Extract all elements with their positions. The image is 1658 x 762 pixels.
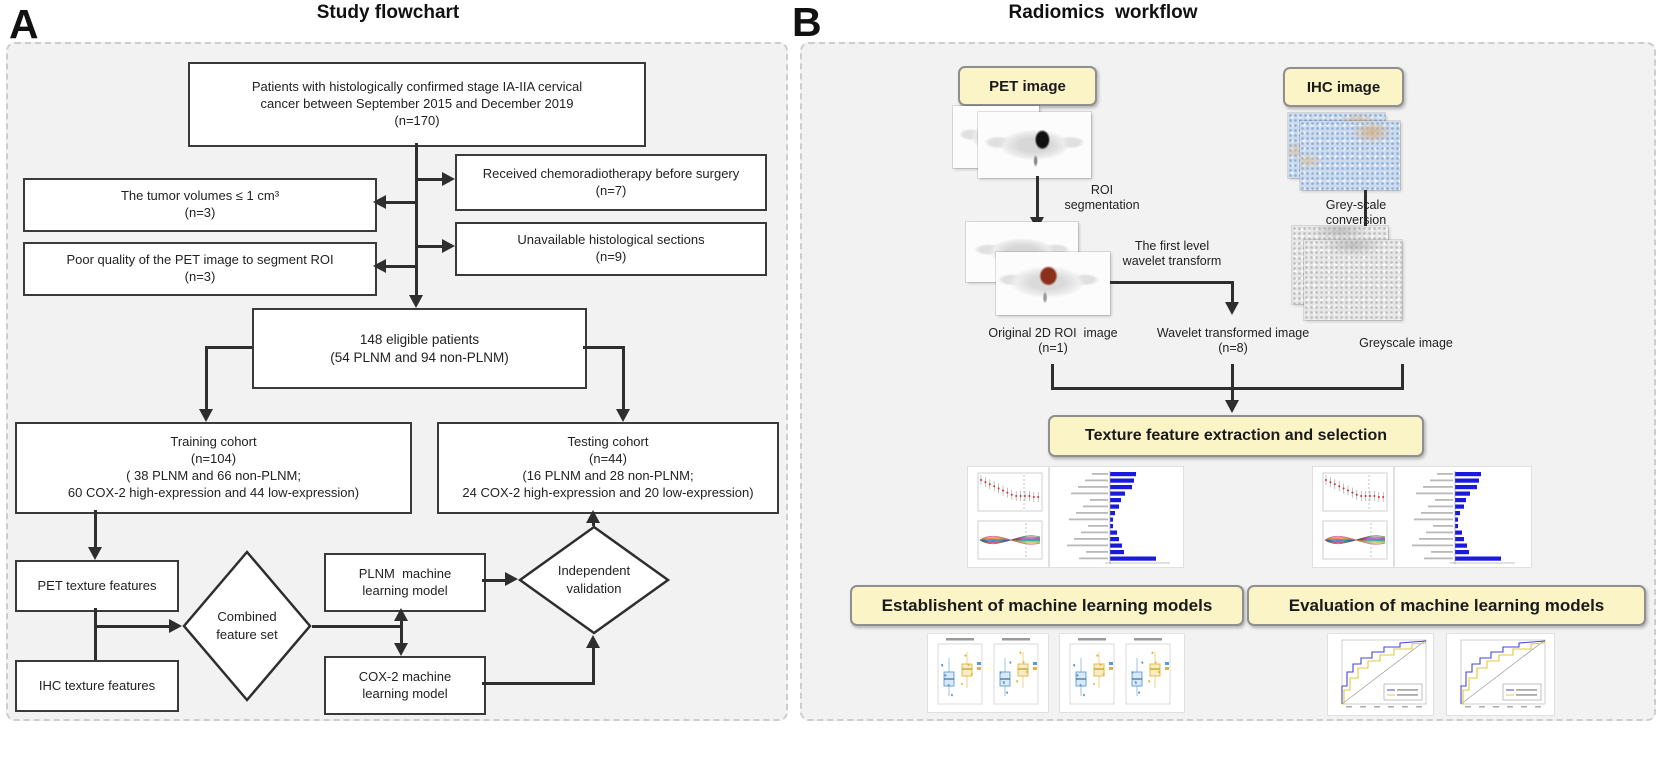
flow-box-patients: Patients with histologically confirmed s… <box>188 62 646 147</box>
bracket-right <box>1401 364 1404 389</box>
flow-diamond-combined-feature-set: Combined feature set <box>182 550 312 702</box>
arrow-into-eligible <box>409 295 423 308</box>
line-down-training <box>205 346 208 410</box>
ihc-front-sheet <box>1300 121 1400 190</box>
model-boxplot-image <box>928 634 1048 712</box>
line-pet-ihc <box>94 608 97 660</box>
pet-image-tag: PET image <box>958 66 1097 106</box>
arrow-into-training <box>199 409 213 422</box>
line-models-split <box>400 620 403 644</box>
establish-models-tag: Establishent of machine learning models <box>850 585 1244 626</box>
flow-box-cox2-model: COX-2 machine learning model <box>324 656 486 715</box>
flow-box-pet-features: PET texture features <box>15 560 179 612</box>
arrow-into-texture <box>1225 400 1239 413</box>
greyscale-front-sheet <box>1304 240 1402 320</box>
line-to-poor-quality <box>386 265 417 268</box>
arrow-into-chemoradiotherapy <box>442 172 455 186</box>
line-eligible-right <box>583 346 624 349</box>
arrow-into-testing-bottom <box>586 510 600 523</box>
lasso-selection-plot-image <box>1313 467 1393 567</box>
lasso-selection-plot-image <box>968 467 1048 567</box>
greyscale-conversion-caption: Grey-scale conversion <box>1325 198 1387 227</box>
flow-box-ihc-features: IHC texture features <box>15 660 179 712</box>
line-down-testing <box>622 346 625 410</box>
flow-box-eligible: 148 eligible patients (54 PLNM and 94 no… <box>252 308 587 389</box>
line-combined-models <box>312 625 402 628</box>
line-cox2-validation-h <box>482 682 595 685</box>
bracket-bar <box>1051 387 1404 390</box>
pet-scan-front-sheet <box>978 112 1091 178</box>
line-training-pet <box>94 510 97 548</box>
wavelet-image-label: Wavelet transformed image (n=8) <box>1156 326 1310 355</box>
roi-segmentation-caption: ROI segmentation <box>1064 183 1140 212</box>
original-roi-label: Original 2D ROI image (n=1) <box>988 326 1118 355</box>
arrow-into-cox2-model <box>394 643 408 656</box>
greyscale-image-label: Greyscale image <box>1359 336 1453 350</box>
line-eligible-left <box>206 346 252 349</box>
line-pet-roi <box>1036 176 1039 218</box>
flow-box-unavailable-sections: Unavailable histological sections (n=9) <box>455 222 767 276</box>
wavelet-transform-caption: The first level wavelet transform <box>1122 239 1222 268</box>
flow-box-chemoradiotherapy: Received chemoradiotherapy before surger… <box>455 154 767 211</box>
line-into-combined <box>95 625 170 628</box>
line-wavelet-v <box>1231 281 1234 303</box>
arrow-wavelet <box>1225 302 1239 315</box>
panel-a-title: Study flowchart <box>316 2 460 23</box>
flow-diamond-independent-validation: Independent validation <box>517 525 671 635</box>
ihc-image-tag: IHC image <box>1283 67 1404 107</box>
flow-box-poor-quality: Poor quality of the PET image to segment… <box>23 242 377 296</box>
arrow-validation-bottom <box>586 635 600 648</box>
diamond-shape <box>517 525 671 635</box>
line-to-tumor-volume <box>386 201 417 204</box>
arrow-into-validation <box>505 572 518 586</box>
arrow-into-combined <box>169 619 182 633</box>
bracket-stem <box>1231 387 1234 401</box>
line-to-unavailable <box>416 245 443 248</box>
flow-box-testing-cohort: Testing cohort (n=44) (16 PLNM and 28 no… <box>437 422 779 514</box>
feature-importance-bars-image <box>1050 467 1183 567</box>
line-cox2-validation-v <box>592 647 595 684</box>
line-plnm-validation <box>482 579 506 582</box>
feature-importance-bars-image <box>1395 467 1531 567</box>
arrow-into-testing <box>616 409 630 422</box>
bracket-left <box>1051 364 1054 389</box>
line-validation-testing <box>592 521 595 526</box>
arrow-into-unavailable <box>442 239 455 253</box>
diamond-shape <box>182 550 312 702</box>
flow-box-training-cohort: Training cohort (n=104) ( 38 PLNM and 66… <box>15 422 412 514</box>
texture-extraction-tag: Texture feature extraction and selection <box>1048 415 1424 457</box>
flow-box-tumor-volume: The tumor volumes ≤ 1 cm³ (n=3) <box>23 178 377 232</box>
line-greyscale <box>1364 190 1367 228</box>
arrow-into-plnm-model <box>394 608 408 621</box>
line-to-chemoradiotherapy <box>416 178 443 181</box>
roc-curve-image <box>1447 634 1554 715</box>
line-patients-eligible <box>415 143 418 296</box>
panel-b-title: Radiomics workflow <box>1008 2 1198 23</box>
arrow-into-tumor-volume <box>373 195 386 209</box>
model-boxplot-image <box>1060 634 1184 712</box>
line-wavelet-h <box>1110 281 1234 284</box>
flow-box-plnm-model: PLNM machine learning model <box>324 553 486 612</box>
roc-curve-image <box>1328 634 1433 715</box>
evaluate-models-tag: Evaluation of machine learning models <box>1247 585 1646 626</box>
panel-b-label: B <box>792 0 822 45</box>
panel-a-label: A <box>9 1 39 47</box>
arrow-into-poor-quality <box>373 259 386 273</box>
bracket-mid <box>1231 364 1234 389</box>
arrow-into-pet-features <box>88 547 102 560</box>
pet-roi-front-sheet <box>996 252 1110 315</box>
